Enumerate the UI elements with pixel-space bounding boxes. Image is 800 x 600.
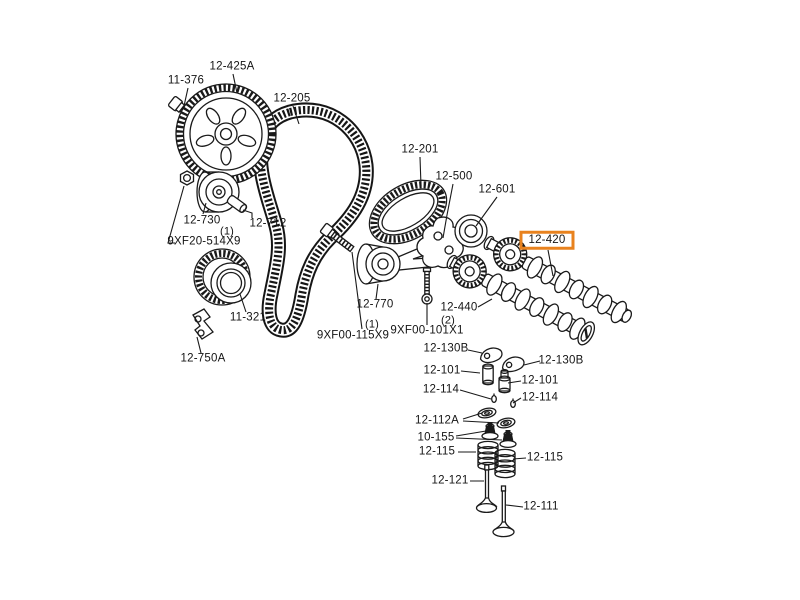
part-label-12-205[interactable]: 12-205 <box>273 92 311 105</box>
part-label-10-155[interactable]: 10-155 <box>417 431 455 444</box>
part-label-2: (2) <box>440 314 456 327</box>
timing-belt-art <box>252 102 374 338</box>
part-label-12-750A[interactable]: 12-750A <box>180 352 226 365</box>
valve-art-12-111 <box>492 485 515 538</box>
tappet-art-left <box>482 363 494 386</box>
part-label-9XF00-101X1[interactable]: 9XF00-101X1 <box>390 324 464 337</box>
part-label-12-112A[interactable]: 12-112A <box>414 414 460 427</box>
part-label-12-111[interactable]: 12-111 <box>523 500 559 513</box>
part-label-12-500[interactable]: 12-500 <box>435 170 473 183</box>
camshaft-art-12-440 <box>446 254 596 346</box>
valve-art-12-121 <box>475 464 498 514</box>
part-label-12-770[interactable]: 12-770 <box>356 298 394 311</box>
pin-art-12-712 <box>226 195 248 213</box>
key-art-12-750A <box>192 308 214 340</box>
part-label-1: (1) <box>364 318 380 331</box>
keeper-art-left <box>491 393 497 404</box>
part-label-11-376[interactable]: 11-376 <box>167 74 205 87</box>
bearing-art-12-601 <box>454 214 488 248</box>
nut-art-9XF20-514X9 <box>179 170 195 186</box>
part-label-12-115[interactable]: 12-115 <box>418 445 456 458</box>
part-label-12-440[interactable]: 12-440 <box>440 301 478 314</box>
part-label-9XF00-115X9[interactable]: 9XF00-115X9 <box>316 329 390 342</box>
part-label-12-114[interactable]: 12-114 <box>521 391 559 404</box>
part-label-12-425A[interactable]: 12-425A <box>209 60 255 73</box>
bolt-art-9XF00-115X9 <box>319 222 355 253</box>
part-label-1: (1) <box>219 225 235 238</box>
cam-gear-art-12-425A <box>175 83 277 185</box>
part-label-12-130B[interactable]: 12-130B <box>423 342 469 355</box>
seal-art-right <box>499 430 517 449</box>
retainer-art-left <box>477 407 497 419</box>
part-label-12-101[interactable]: 12-101 <box>423 364 461 377</box>
part-label-12-420[interactable]: 12-420 <box>519 230 575 250</box>
part-label-12-601[interactable]: 12-601 <box>478 183 516 196</box>
rocker-arm-art-right <box>501 356 525 373</box>
part-label-11-321[interactable]: 11-321 <box>229 311 267 324</box>
part-label-12-201[interactable]: 12-201 <box>401 143 439 156</box>
leader-lines <box>167 73 554 508</box>
part-label-12-712[interactable]: 12-712 <box>249 217 287 230</box>
part-label-9XF20-514X9[interactable]: 9XF20-514X9 <box>167 235 241 248</box>
retainer-art-right <box>496 417 516 429</box>
part-label-12-130B[interactable]: 12-130B <box>538 354 584 367</box>
part-label-12-115[interactable]: 12-115 <box>526 451 564 464</box>
part-label-12-730[interactable]: 12-730 <box>183 214 221 227</box>
stud-art-9XF00-101X1 <box>421 267 433 305</box>
part-label-12-101[interactable]: 12-101 <box>521 374 559 387</box>
rocker-arm-art-left <box>479 347 503 364</box>
crank-sprocket-art-11-321 <box>193 248 252 306</box>
part-label-12-121[interactable]: 12-121 <box>431 474 469 487</box>
camshaft-art-12-420 <box>483 235 633 324</box>
tappet-art-right <box>498 369 511 394</box>
part-label-12-114[interactable]: 12-114 <box>422 383 460 396</box>
seal-art-left <box>481 422 499 441</box>
